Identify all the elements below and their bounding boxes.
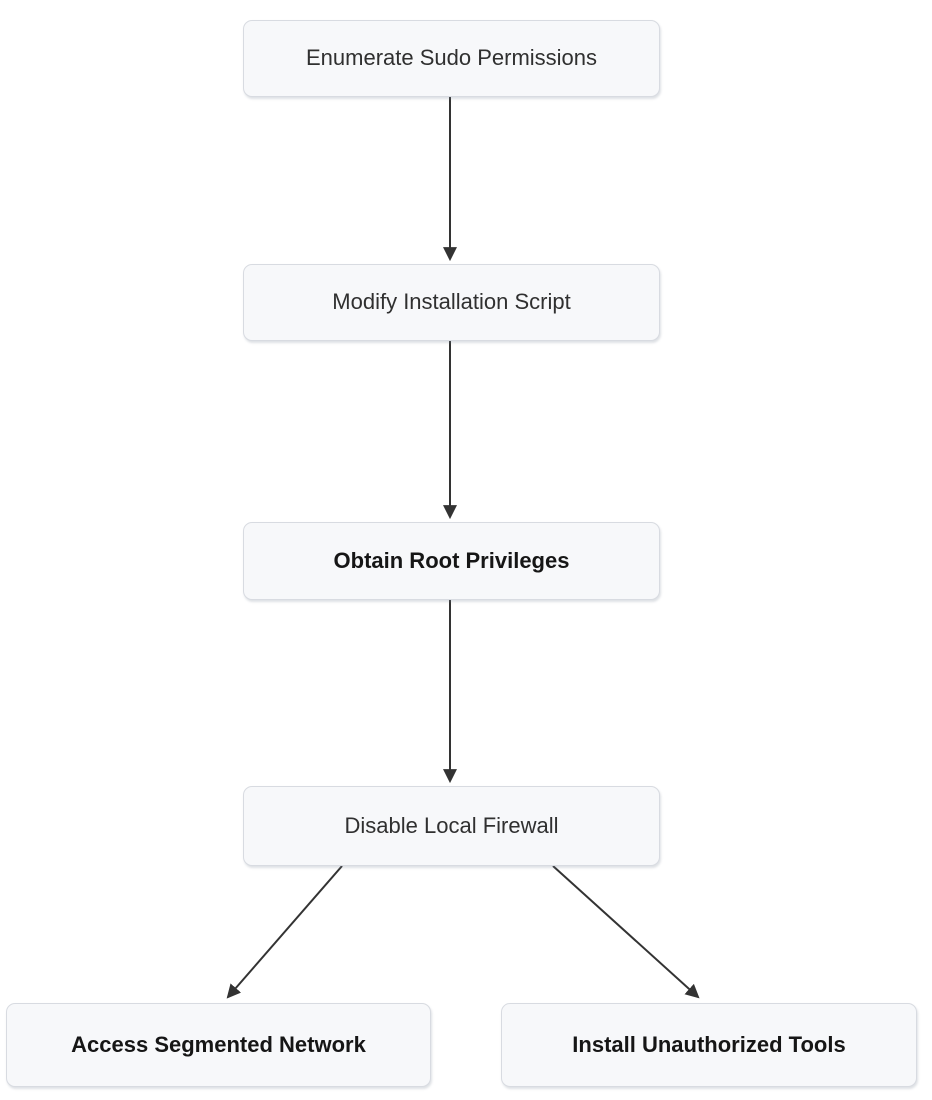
node-modify-installation-script: Modify Installation Script	[243, 264, 660, 341]
node-install-unauthorized-tools: Install Unauthorized Tools	[501, 1003, 917, 1087]
edge-disable-to-install	[552, 865, 700, 999]
node-label: Modify Installation Script	[332, 289, 571, 315]
node-disable-local-firewall: Disable Local Firewall	[243, 786, 660, 866]
node-label: Disable Local Firewall	[344, 812, 559, 838]
node-obtain-root-privileges: Obtain Root Privileges	[243, 522, 660, 600]
node-label: Enumerate Sudo Permissions	[305, 45, 598, 71]
node-label: Install Unauthorized Tools	[572, 1031, 846, 1057]
edge-disable-to-access	[226, 865, 343, 999]
node-enumerate-sudo-permissions: Enumerate Sudo Permissions	[243, 20, 660, 97]
node-label: Obtain Root Privileges	[333, 547, 570, 573]
node-label: Access Segmented Network	[71, 1031, 366, 1057]
node-access-segmented-network: Access Segmented Network	[6, 1003, 431, 1087]
